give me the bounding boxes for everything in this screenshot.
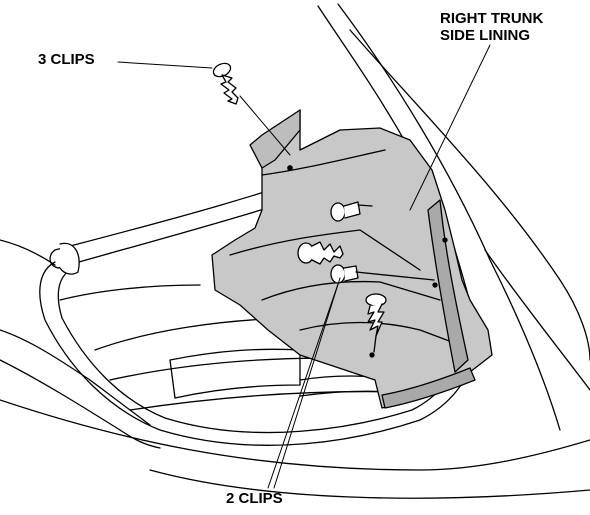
clip-upper bbox=[330, 201, 373, 222]
lining-hole-1 bbox=[287, 165, 293, 171]
lining-lower-strip bbox=[381, 367, 476, 409]
callout-2-clips: 2 CLIPS bbox=[226, 490, 283, 507]
lining-hole-3 bbox=[432, 282, 438, 288]
lining-crease-2 bbox=[261, 280, 441, 301]
trunk-floor-rear bbox=[129, 390, 401, 411]
tail-edge bbox=[119, 429, 161, 449]
lining-panel bbox=[211, 109, 493, 409]
trunk-side-left bbox=[59, 284, 201, 301]
rail-left-bracket bbox=[59, 242, 80, 275]
rear-window-inner bbox=[337, 3, 561, 431]
callout-lining-line-2: SIDE LINING bbox=[440, 27, 531, 44]
clip-lower bbox=[330, 264, 435, 284]
leader-lining bbox=[409, 44, 491, 211]
left-body-side bbox=[0, 329, 151, 426]
lining-hole-2 bbox=[442, 237, 448, 243]
clips bbox=[212, 62, 435, 353]
leader-lines bbox=[117, 44, 491, 489]
leader-3clips-2 bbox=[239, 95, 291, 156]
weatherstrip-outer bbox=[39, 261, 476, 446]
clip-fir-tree bbox=[297, 241, 344, 265]
floor-panel bbox=[169, 348, 301, 399]
callout-right-trunk-side-lining: RIGHT TRUNK SIDE LINING bbox=[440, 10, 543, 44]
lining-upper-fold bbox=[261, 149, 386, 176]
callout-lining-line-1: RIGHT TRUNK bbox=[440, 10, 544, 27]
lining-edge-strip bbox=[427, 199, 469, 373]
lining-crease-1 bbox=[229, 229, 421, 271]
rail-left-cap bbox=[49, 249, 59, 269]
rear-quarter bbox=[484, 249, 590, 391]
c-pillar bbox=[349, 29, 590, 361]
callout-3-clips: 3 CLIPS bbox=[38, 51, 95, 68]
lining-hole-4 bbox=[369, 352, 375, 358]
left-fender bbox=[0, 239, 56, 266]
left-body-lower bbox=[0, 359, 121, 431]
leader-2clips-a bbox=[267, 283, 339, 489]
leader-2clips-b bbox=[273, 277, 341, 489]
clip-loose bbox=[212, 62, 239, 105]
rear-bumper-bottom bbox=[149, 469, 590, 499]
leader-3clips bbox=[117, 61, 213, 69]
right-trunk-side-lining bbox=[211, 109, 493, 409]
lining-crease-3 bbox=[299, 321, 461, 346]
rear-bumper-top bbox=[0, 399, 590, 471]
weatherstrip-inner bbox=[57, 269, 463, 434]
clip-vertical bbox=[365, 293, 387, 353]
lining-tab bbox=[249, 109, 301, 169]
